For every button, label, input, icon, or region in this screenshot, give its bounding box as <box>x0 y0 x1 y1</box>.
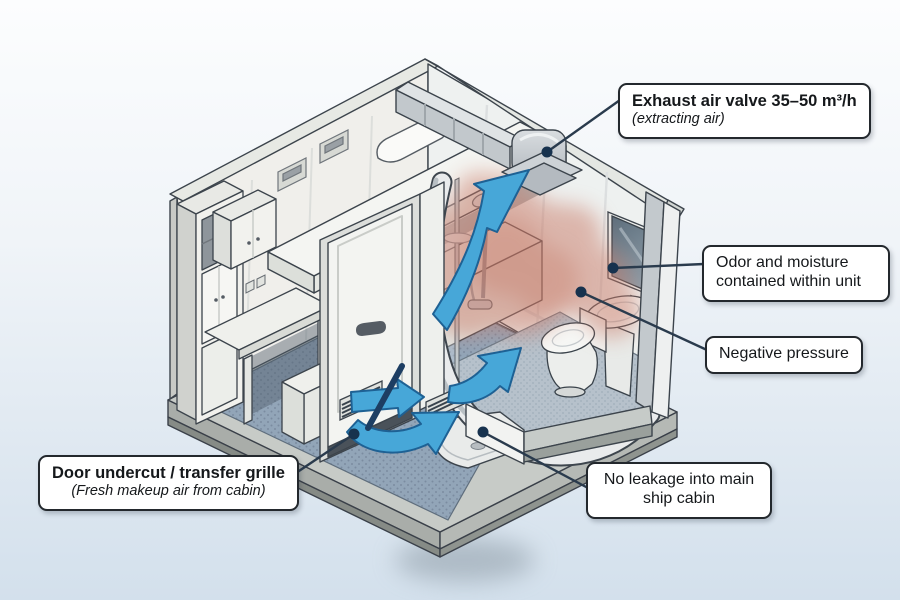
corner-post <box>635 191 681 419</box>
callout-exhaust-subtitle: (extracting air) <box>632 111 725 128</box>
unit-base-panel <box>465 403 653 465</box>
callout-leakage-text: No leakage into main ship cabin <box>603 471 755 507</box>
callout-no-leakage: No leakage into main ship cabin <box>586 462 772 519</box>
wall-cabinet <box>212 189 277 270</box>
callout-odor-moisture: Odor and moisture contained within unit <box>702 245 890 302</box>
exhaust-duct <box>395 81 583 196</box>
airflow-arrow-undercut <box>346 411 460 455</box>
callout-negative-text: Negative pressure <box>719 345 849 362</box>
callout-odor-text: Odor and moisture contained within unit <box>716 254 861 290</box>
callout-dot-leakage <box>477 426 489 438</box>
leader-line-odor <box>612 262 705 270</box>
door-handle <box>356 321 386 336</box>
airflow-arrow-rising <box>447 347 522 405</box>
leader-line-negative <box>580 290 708 352</box>
callout-undercut-title: Door undercut / transfer grille <box>52 464 285 482</box>
callout-exhaust-valve: Exhaust air valve 35–50 m³/h (extracting… <box>618 83 871 139</box>
callout-dot-negative <box>575 286 587 298</box>
power-outlets <box>245 274 266 294</box>
blocked-slash <box>365 363 405 431</box>
callout-door-undercut: Door undercut / transfer grille (Fresh m… <box>38 455 299 511</box>
callout-undercut-subtitle: (Fresh makeup air from cabin) <box>71 483 266 500</box>
leader-line-undercut <box>289 433 355 478</box>
wall-vent <box>277 129 349 192</box>
callout-dot-undercut <box>348 428 360 440</box>
callout-negative-pressure: Negative pressure <box>705 336 863 374</box>
callout-dot-exhaust <box>541 146 553 158</box>
leader-line-leakage <box>482 430 589 490</box>
leader-line-exhaust <box>546 99 621 153</box>
callout-dot-odor <box>607 262 619 274</box>
callout-exhaust-title: Exhaust air valve 35–50 m³/h <box>632 92 857 110</box>
airflow-arrow-exhaust <box>432 169 530 331</box>
